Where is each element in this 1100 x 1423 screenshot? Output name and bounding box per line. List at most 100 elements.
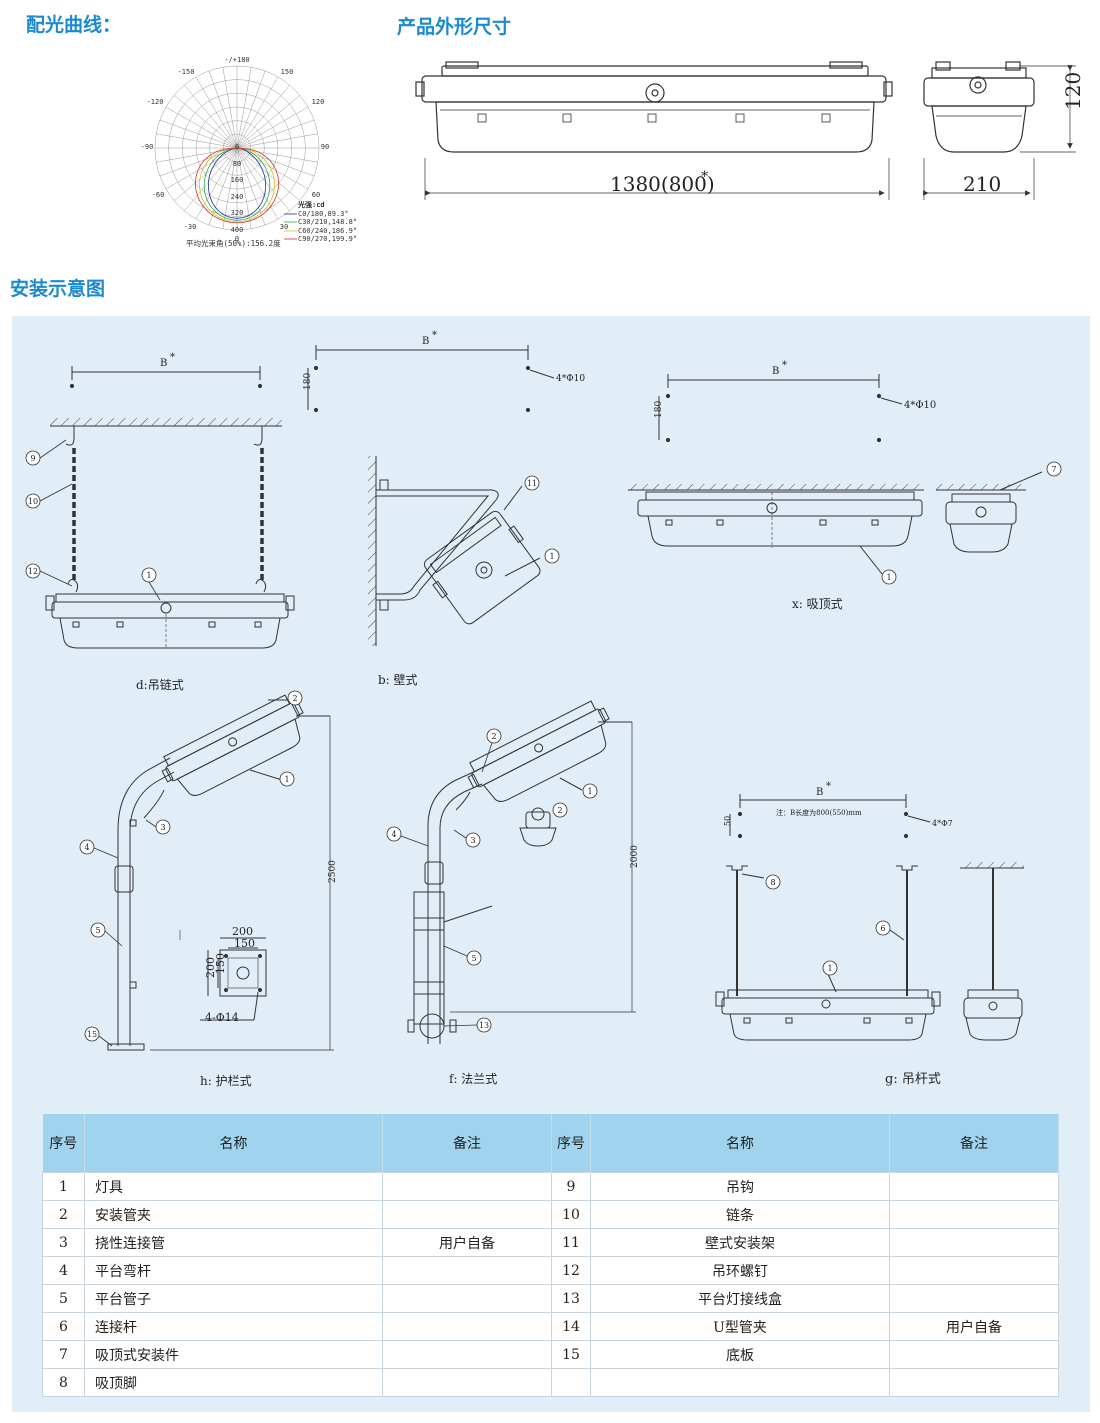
cell-no: 13 — [551, 1284, 591, 1313]
parts-table: 序号 名称 备注 序号 名称 备注 1 灯具 9 吊钩 2 安装管夹 10 链条… — [42, 1114, 1059, 1397]
polar-grid-spoke — [184, 85, 238, 149]
svg-text:1: 1 — [827, 964, 832, 973]
polar-legend-title: 光强:cd — [297, 200, 325, 209]
svg-text:1: 1 — [549, 552, 554, 561]
install-h-guardrail — [107, 694, 334, 1051]
cell-note — [889, 1284, 1059, 1313]
cell-no: 12 — [551, 1256, 591, 1285]
polar-angle-l150: -150 — [178, 68, 195, 76]
polar-grid-spoke — [236, 95, 300, 149]
polar-chart: -/+180 -150 -120 -90 -60 -30 150 120 90 … — [141, 56, 357, 248]
polar-grid-spoke — [236, 147, 266, 226]
svg-text:4: 4 — [391, 830, 396, 839]
svg-text:5: 5 — [471, 954, 476, 963]
table-row: 1 灯具 9 吊钩 — [42, 1172, 1059, 1201]
install-d-chain — [45, 366, 295, 649]
cell-name: 连接杆 — [84, 1312, 383, 1341]
width-dimension: 210 — [963, 172, 1001, 196]
b-hole-label: 4*Φ10 — [556, 374, 585, 384]
cell-note — [382, 1284, 552, 1313]
svg-text:3: 3 — [470, 836, 475, 845]
callout-6: 6 — [875, 920, 891, 936]
callout-11: 11 — [524, 475, 540, 491]
svg-text:1: 1 — [886, 573, 891, 582]
beam-angle-note: 平均光束角(50%):156.2度 — [186, 238, 281, 248]
d-b-label: B — [160, 358, 167, 369]
cell-note — [382, 1256, 552, 1285]
install-x-ceiling — [628, 374, 1043, 575]
f-height-label: 2000 — [630, 845, 640, 868]
cell-name: 挠性连接管 — [84, 1228, 383, 1257]
light-curve-heading: 配光曲线： — [26, 14, 122, 36]
install-b-wall — [307, 345, 555, 646]
polar-grid-spoke — [236, 67, 252, 149]
callout-8: 8 — [765, 874, 781, 890]
svg-text:2: 2 — [491, 732, 496, 741]
b-b-star: * — [432, 330, 437, 341]
g-b-star: * — [826, 781, 831, 792]
polar-grid-spoke — [236, 147, 290, 211]
polar-angle-r150: 150 — [281, 68, 294, 76]
h-height-label: 2500 — [328, 860, 338, 883]
polar-grid-spoke — [236, 147, 315, 177]
b-b-label: B — [422, 336, 429, 347]
header-note-1: 备注 — [382, 1114, 552, 1173]
cell-no — [551, 1368, 591, 1397]
cell-no: 2 — [42, 1200, 85, 1229]
callout-bubbles: 9 10 12 1 11 1 7 1 2 1 3 4 5 15 2 1 2 3 … — [25, 439, 1062, 1047]
polar-angle-r60: 60 — [312, 191, 320, 199]
length-asterisk: * — [701, 169, 708, 185]
cell-name: U型管夹 — [590, 1312, 890, 1341]
callout-1-x: 1 — [881, 569, 897, 585]
svg-text:15: 15 — [87, 1030, 97, 1039]
polar-radial-0: 0 — [235, 143, 239, 151]
h-side-outer-label: 200 — [204, 957, 217, 978]
polar-grid-spoke — [236, 106, 309, 149]
polar-grid-spoke — [236, 147, 309, 190]
polar-curve-series — [207, 147, 267, 219]
svg-text:1: 1 — [146, 571, 151, 580]
caption-x: x: 吸顶式 — [792, 597, 843, 611]
table-row: 8 吸顶脚 — [42, 1368, 1059, 1397]
b-h-label: 180 — [303, 373, 313, 390]
polar-radial-160: 160 — [231, 176, 244, 184]
d-b-star: * — [170, 352, 175, 363]
cell-no: 9 — [551, 1172, 591, 1201]
callout-1-h: 1 — [279, 771, 295, 787]
x-h-label: 180 — [654, 401, 664, 418]
callout-1-f: 1 — [582, 783, 598, 799]
callout-4-f: 4 — [386, 826, 402, 842]
svg-text:3: 3 — [160, 823, 165, 832]
callout-4-h: 4 — [79, 839, 95, 855]
table-row: 3 挠性连接管 用户自备 11 壁式安装架 — [42, 1228, 1059, 1257]
callout-2-h: 2 — [287, 690, 303, 706]
legend-c90: C90/270,199.9° — [298, 235, 357, 243]
polar-grid-spoke — [156, 133, 238, 149]
callout-3-h: 3 — [155, 819, 171, 835]
svg-text:7: 7 — [1051, 465, 1056, 474]
table-header-row: 序号 名称 备注 序号 名称 备注 — [42, 1114, 1059, 1173]
polar-grid-spoke — [236, 133, 318, 149]
callout-15: 15 — [84, 1026, 100, 1042]
polar-top-angle: -/+180 — [224, 56, 249, 64]
h-inner-label: 150 — [234, 937, 255, 950]
cell-no: 4 — [42, 1256, 85, 1285]
front-view-drawing — [415, 61, 893, 200]
polar-grid-spoke — [222, 67, 238, 149]
polar-grid-spoke — [195, 147, 238, 220]
callout-7: 7 — [1046, 461, 1062, 477]
polar-grid-spoke — [174, 95, 238, 149]
svg-text:10: 10 — [28, 497, 38, 506]
cell-note — [889, 1368, 1059, 1397]
svg-text:6: 6 — [880, 924, 885, 933]
cell-no: 6 — [42, 1312, 85, 1341]
polar-radial-240: 240 — [231, 193, 244, 201]
polar-grid-spoke — [159, 119, 238, 149]
polar-bottom-angle: 0 — [235, 235, 239, 243]
cell-note: 用户自备 — [889, 1312, 1059, 1341]
polar-angle-r90: 90 — [321, 143, 329, 151]
polar-grid-spoke — [208, 147, 238, 226]
cell-name: 吸顶脚 — [84, 1368, 383, 1397]
polar-grid-spoke — [236, 119, 315, 149]
